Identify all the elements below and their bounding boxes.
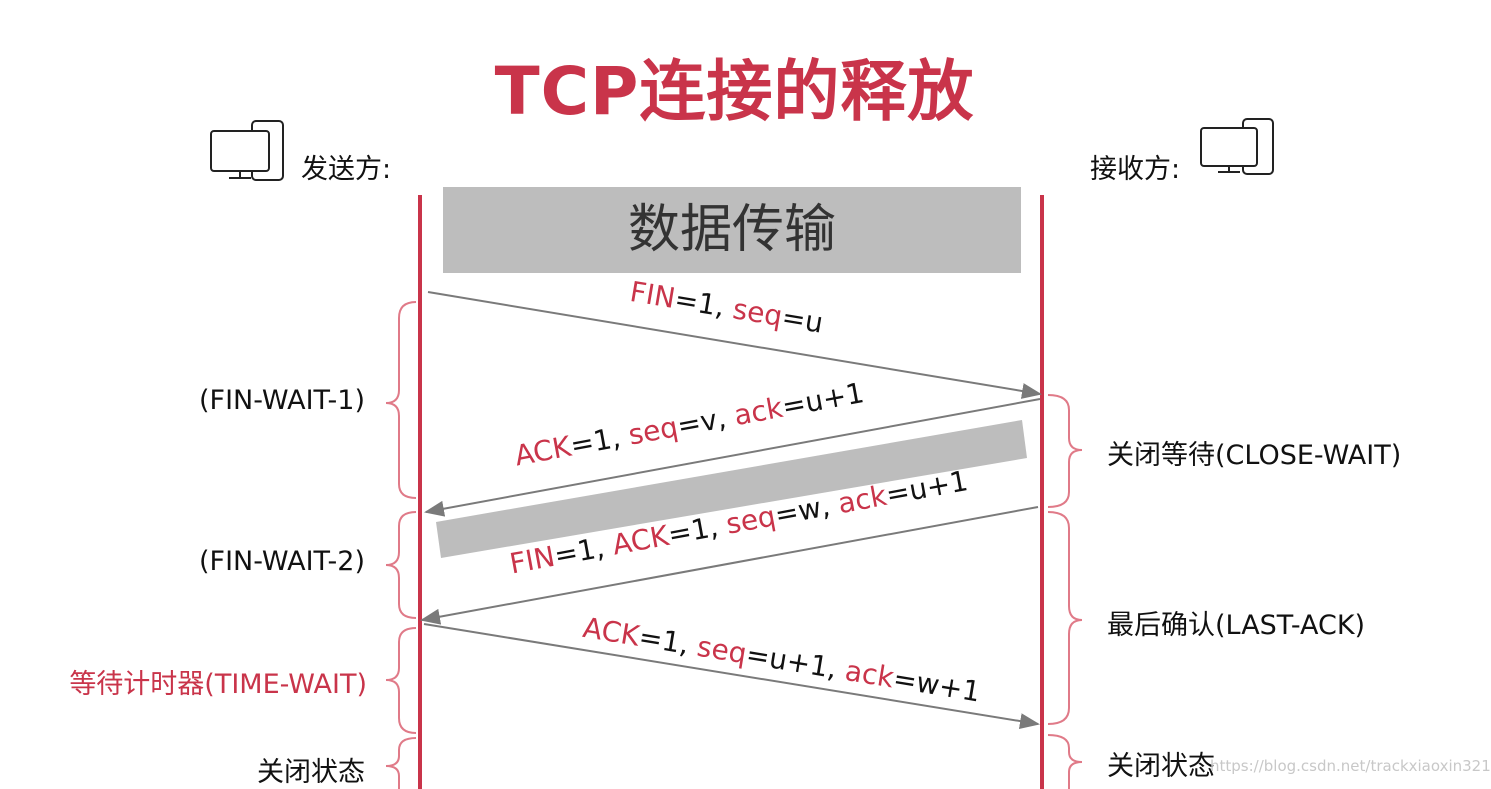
sender-computer-icon: [210, 120, 284, 181]
fin-arrow: [427, 291, 1042, 399]
state-fin-wait-2: (FIN-WAIT-2): [199, 546, 365, 577]
message-part: =u: [779, 300, 826, 340]
state-closed-receiver: 关闭状态: [1107, 751, 1215, 782]
sender-label: 发送方:: [301, 154, 392, 185]
state-close-wait: 关闭等待(CLOSE-WAIT): [1107, 440, 1402, 471]
state-time-wait: 等待计时器(TIME-WAIT): [69, 669, 367, 700]
fin-ack-arrow: [420, 506, 1039, 625]
brace-time-wait: [385, 627, 417, 734]
receiver-computer-icon: [1200, 118, 1274, 175]
brace-closed-right: [1047, 734, 1083, 789]
receiver-label: 接收方:: [1090, 154, 1181, 185]
state-closed-sender: 关闭状态: [257, 757, 365, 788]
brace-close-wait: [1047, 394, 1083, 508]
state-last-ack: 最后确认(LAST-ACK): [1107, 610, 1366, 641]
state-fin-wait-1: (FIN-WAIT-1): [199, 385, 365, 416]
brace-fin-wait-1: [385, 301, 417, 499]
final-ack-arrow: [423, 623, 1040, 730]
data-transfer-banner: 数据传输: [443, 187, 1021, 273]
brace-fin-wait-2: [385, 511, 417, 619]
slide-title: TCP连接的释放: [494, 53, 975, 130]
half-close-data-bar: [436, 420, 1027, 558]
ack-arrow: [424, 398, 1041, 517]
watermark-url: https://blog.csdn.net/trackxiaoxin321: [1210, 757, 1491, 775]
brace-closed-left: [385, 737, 417, 789]
brace-last-ack: [1047, 511, 1083, 725]
